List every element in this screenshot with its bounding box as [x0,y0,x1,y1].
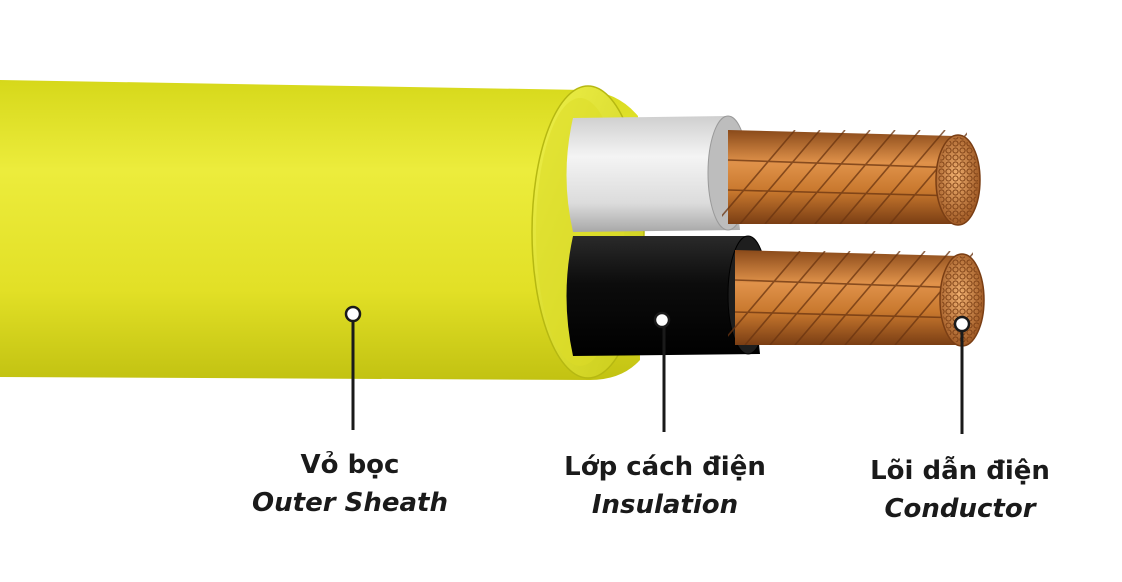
label-insulation: Lớp cách điện Insulation [540,448,790,524]
outer-sheath [0,80,645,380]
callout-pointer-insulation [653,311,671,432]
callout-pointer-conductor [953,315,971,434]
label-insulation-vi: Lớp cách điện [564,452,766,482]
white-insulated-core [566,115,981,232]
callout-pointer-sheath [344,305,362,430]
label-conductor: Lõi dẫn điện Conductor [845,452,1075,528]
label-conductor-vi: Lõi dẫn điện [870,456,1050,486]
black-insulated-core [566,235,985,356]
label-insulation-en: Insulation [591,490,739,520]
label-outer-sheath-vi: Vỏ bọc [300,450,400,480]
label-outer-sheath-en: Outer Sheath [252,488,448,518]
label-conductor-en: Conductor [884,494,1036,524]
label-outer-sheath: Vỏ bọc Outer Sheath [220,446,480,522]
